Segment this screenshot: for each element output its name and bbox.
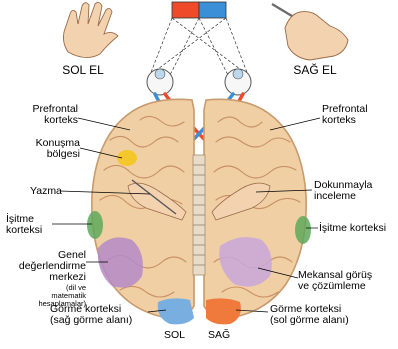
hearing-right-label: İşitme korteksi	[319, 223, 386, 234]
right-hand-label: SAĞ EL	[280, 64, 350, 77]
left-hand-label: SOL EL	[48, 64, 118, 77]
visual-right-label: Görme korteksi (sol görme alanı)	[270, 304, 349, 326]
hearing-left-label: İşitme korteksi	[6, 214, 42, 236]
right-visual-cortex	[206, 298, 241, 324]
touch-label: Dokunmayla inceleme	[314, 180, 372, 202]
sight-lines	[150, 18, 248, 75]
left-hearing-area	[87, 211, 103, 239]
prefrontal-left-line-2: korteks	[0, 115, 78, 126]
speech-line-2: bölgesi	[0, 149, 80, 160]
prefrontal-right-line-2: korteks	[322, 115, 368, 126]
spatial-label: Mekansal görüş ve çözümleme	[298, 270, 372, 292]
right-hand-illustration	[272, 4, 348, 60]
speech-label: Konuşma bölgesi	[0, 138, 80, 160]
prefrontal-right-label: Prefrontal korteks	[322, 104, 368, 126]
left-hand-illustration	[63, 2, 118, 57]
left-visual-cortex	[158, 298, 194, 324]
visual-left-line-2: (sağ görme alanı)	[50, 315, 132, 326]
spatial-line-2: ve çözümleme	[298, 281, 372, 292]
writing-label: Yazma	[30, 186, 62, 197]
general-assessment-line-3: merkezi	[0, 272, 86, 283]
right-hearing-area	[295, 216, 311, 244]
visual-right-line-2: (sol görme alanı)	[270, 315, 349, 326]
right-eye	[225, 69, 251, 95]
hemisphere-left-label: SOL	[164, 330, 185, 341]
corpus-callosum	[193, 155, 205, 275]
general-assessment-label: Genel değerlendirme merkezi	[0, 250, 86, 283]
right-visual-field-box	[199, 2, 226, 18]
hearing-left-line-2: korteksi	[6, 225, 42, 236]
touch-line-2: inceleme	[314, 191, 372, 202]
prefrontal-left-label: Prefrontal korteks	[0, 104, 78, 126]
left-eye	[147, 69, 173, 95]
left-visual-field-box	[172, 2, 199, 18]
speech-area	[117, 150, 137, 166]
visual-left-label: Görme korteksi (sağ görme alanı)	[50, 304, 132, 326]
general-assessment-area	[98, 237, 143, 287]
hemisphere-right-label: SAĞ	[208, 330, 230, 341]
